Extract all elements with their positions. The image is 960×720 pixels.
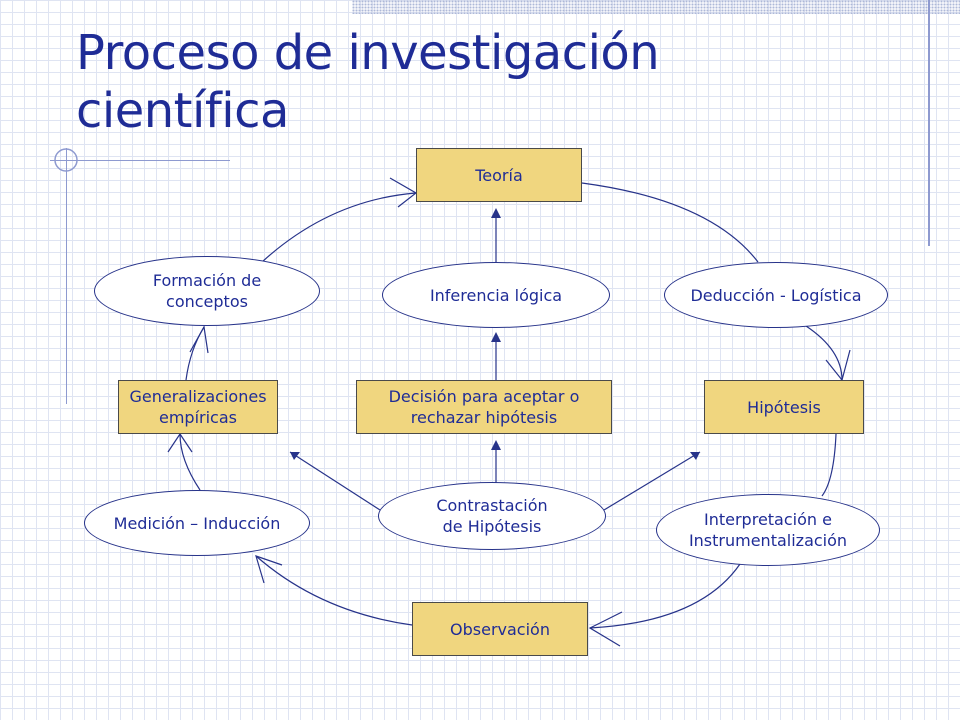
node-decision-hipotesis: Decisión para aceptar o rechazar hipótes… (356, 380, 612, 434)
arc-formacion-to-teoria (261, 192, 417, 263)
node-hipotesis: Hipótesis (704, 380, 864, 434)
line-contrastacion-to-generalizaciones (289, 451, 381, 511)
title-underline (50, 160, 230, 161)
top-dotted-band (352, 0, 960, 14)
node-observacion: Observación (412, 602, 588, 656)
title-ring-decoration (54, 148, 78, 172)
arrowhead-to-generalizaciones (290, 452, 300, 460)
node-inferencia-logica: Inferencia lógica (382, 262, 610, 328)
arc-medicion-to-generalizaciones (179, 433, 201, 491)
node-generalizaciones-empiricas: Generalizaciones empíricas (118, 380, 278, 434)
node-teoria: Teoría (416, 148, 582, 202)
node-formacion-de-conceptos: Formación de conceptos (94, 256, 320, 326)
arrowhead-observacion-right (588, 611, 623, 647)
line-contrastacion-to-hipotesis (603, 451, 701, 511)
arc-deduccion-to-hipotesis (805, 325, 843, 381)
arrowhead-to-teoria (491, 208, 501, 218)
arrowhead-medicion-bottom (255, 555, 283, 584)
arc-observacion-to-medicion (255, 555, 413, 626)
arrowhead-hipotesis-top (825, 349, 851, 382)
arrowhead-to-inferencia (491, 332, 501, 342)
page-title: Proceso de investigación científica (76, 25, 660, 139)
right-vertical-rule (928, 0, 930, 246)
arrowhead-formacion-bottom (189, 325, 209, 354)
node-deduccion-logistica: Deducción - Logística (664, 262, 888, 328)
left-vertical-rule (66, 148, 67, 404)
arc-generalizaciones-to-formacion (185, 326, 205, 381)
arc-teoria-to-deduccion (581, 182, 759, 263)
arrowhead-to-hipotesis (690, 452, 700, 460)
arc-interpretacion-to-observacion (589, 563, 741, 629)
arrowhead-generalizaciones-bottom (167, 432, 193, 453)
node-medicion-induccion: Medición – Inducción (84, 490, 310, 556)
arrowhead-to-decision (491, 440, 501, 450)
arrowhead-teoria-left (389, 177, 418, 208)
node-interpretacion-instrumentalizacion: Interpretación e Instrumentalización (656, 494, 880, 566)
node-contrastacion-de-hipotesis: Contrastación de Hipótesis (378, 482, 606, 550)
arc-hipotesis-to-interpretacion (821, 433, 837, 497)
